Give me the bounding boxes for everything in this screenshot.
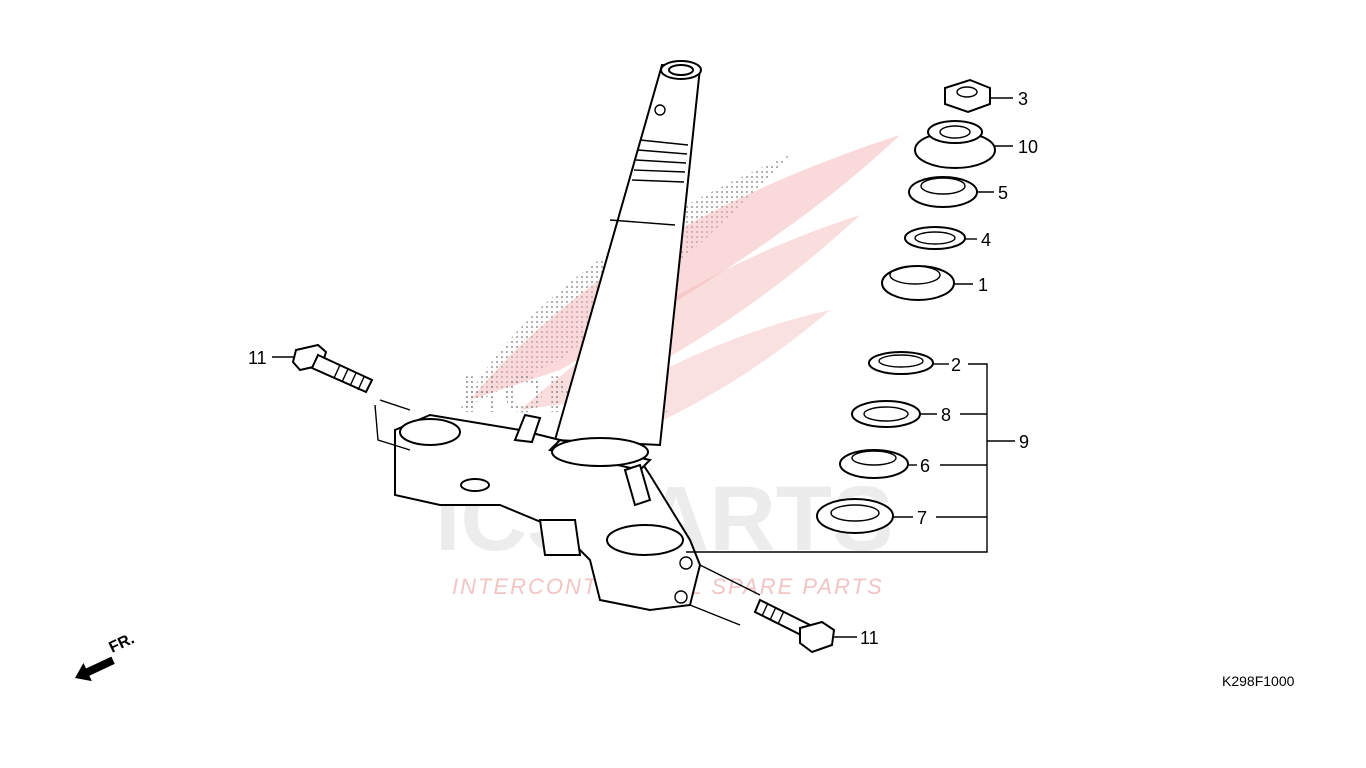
steering-stem-part <box>394 60 702 612</box>
callout-11-right: 11 <box>860 628 879 648</box>
bolt-11-left <box>291 343 411 451</box>
callout-4: 4 <box>981 230 991 250</box>
race-5 <box>908 176 978 208</box>
callout-5: 5 <box>998 183 1008 203</box>
leader-lines <box>272 97 1015 638</box>
race-2 <box>868 351 934 375</box>
callout-3: 3 <box>1018 89 1028 109</box>
callout-2: 2 <box>951 355 961 375</box>
bearing-8 <box>851 400 921 428</box>
callout-9: 9 <box>1019 432 1029 452</box>
callout-10: 10 <box>1018 137 1038 157</box>
callout-6: 6 <box>920 456 930 476</box>
bearing-4 <box>904 226 966 250</box>
race-1 <box>881 265 955 301</box>
callout-7: 7 <box>917 508 927 528</box>
front-direction-arrow-icon <box>75 656 115 682</box>
dust-seal-7 <box>816 498 894 534</box>
callout-1: 1 <box>978 275 988 295</box>
race-6 <box>839 449 909 479</box>
bolt-11-right <box>689 564 836 654</box>
callout-11-left: 11 <box>248 348 267 368</box>
front-indicator-label: FR. <box>107 630 138 656</box>
adjusting-nut-10 <box>914 120 996 169</box>
callout-8: 8 <box>941 405 951 425</box>
nut-3 <box>944 78 991 114</box>
diagram-code: K298F1000 <box>1222 673 1295 689</box>
